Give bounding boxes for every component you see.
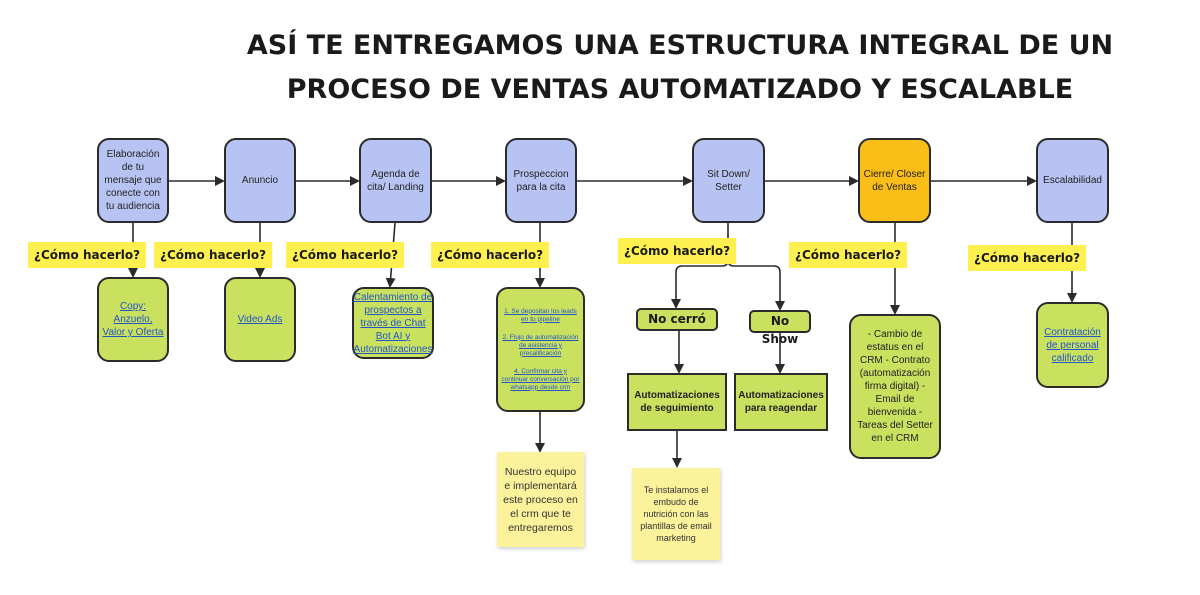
- prospeccion-item-1[interactable]: 1. Se depositan los leads en tu pipeline: [504, 307, 577, 323]
- detail-calentamiento-link[interactable]: Calentamiento de prospectos a través de …: [353, 291, 433, 355]
- branch-no-cerro[interactable]: No cerró: [636, 308, 718, 331]
- detail-copy-link[interactable]: Copy: Anzuelo, Valor y Oferta: [102, 301, 164, 338]
- detail-cierre-text: - Cambio de estatus en el CRM - Contrato…: [857, 329, 933, 444]
- detail-prospeccion-list[interactable]: 1. Se depositan los leads en tu pipeline…: [496, 287, 585, 412]
- step-anuncio[interactable]: Anuncio: [224, 138, 296, 223]
- branch-no-show[interactable]: No Show: [749, 310, 811, 346]
- detail-contratacion-link[interactable]: Contratación de personal calificado: [1044, 326, 1101, 364]
- step-mensaje-label: Elaboración de tu mensaje que conecte co…: [104, 149, 162, 212]
- detail-video-ads-link[interactable]: Video Ads: [237, 314, 283, 325]
- prospeccion-item-4[interactable]: 4. Confirmar cita y continuar conversaci…: [501, 367, 580, 391]
- arrow-setter-nocerro: [671, 259, 729, 309]
- step-agenda-label: Agenda de cita/ Landing: [367, 168, 424, 193]
- detail-calentamiento[interactable]: Calentamiento de prospectos a través de …: [352, 287, 434, 359]
- auto-reagendar-label: Automatizaciones para reagendar: [738, 390, 824, 414]
- step-closer-label: Cierre/ Closer de Ventas: [863, 168, 926, 193]
- detail-video-ads[interactable]: Video Ads: [224, 277, 296, 362]
- step-agenda[interactable]: Agenda de cita/ Landing: [359, 138, 432, 223]
- how-tag-mensaje: ¿Cómo hacerlo?: [28, 242, 147, 268]
- step-prospeccion[interactable]: Prospeccion para la cita: [505, 138, 577, 223]
- step-setter-label: Sit Down/ Setter: [707, 168, 750, 193]
- detail-cierre[interactable]: - Cambio de estatus en el CRM - Contrato…: [849, 314, 941, 459]
- detail-contratacion[interactable]: Contratación de personal calificado: [1036, 302, 1109, 388]
- step-anuncio-label: Anuncio: [241, 175, 279, 186]
- how-tag-agenda: ¿Cómo hacerlo?: [286, 242, 405, 268]
- note-equipo: Nuestro equipo e implementará este proce…: [497, 452, 584, 547]
- detail-copy[interactable]: Copy: Anzuelo, Valor y Oferta: [97, 277, 169, 362]
- step-closer[interactable]: Cierre/ Closer de Ventas: [858, 138, 931, 223]
- step-setter[interactable]: Sit Down/ Setter: [692, 138, 765, 223]
- note-embudo: Te instalamos el embudo de nutrición con…: [632, 468, 720, 560]
- step-mensaje[interactable]: Elaboración de tu mensaje que conecte co…: [97, 138, 169, 223]
- auto-seguimiento-label: Automatizaciones de seguimiento: [634, 390, 720, 414]
- page-title-line-1: ASÍ TE ENTREGAMOS UNA ESTRUCTURA INTEGRA…: [246, 30, 1114, 61]
- step-escalabilidad[interactable]: Escalabilidad: [1036, 138, 1109, 223]
- page-title-line-2: PROCESO DE VENTAS AUTOMATIZADO Y ESCALAB…: [286, 74, 1074, 105]
- prospeccion-item-2[interactable]: 2. Flujo de automatización de asistencia…: [502, 333, 579, 357]
- auto-reagendar[interactable]: Automatizaciones para reagendar: [734, 373, 828, 431]
- how-tag-closer: ¿Cómo hacerlo?: [789, 242, 908, 268]
- how-tag-prospeccion: ¿Cómo hacerlo?: [431, 242, 550, 268]
- note-embudo-text: Te instalamos el embudo de nutrición con…: [640, 485, 712, 543]
- how-tag-setter: ¿Cómo hacerlo?: [618, 238, 737, 264]
- arrow-setter-noshow: [727, 223, 785, 311]
- auto-seguimiento[interactable]: Automatizaciones de seguimiento: [627, 373, 727, 431]
- step-escalabilidad-label: Escalabilidad: [1043, 175, 1102, 186]
- how-tag-anuncio: ¿Cómo hacerlo?: [154, 242, 273, 268]
- how-tag-escalabilidad: ¿Cómo hacerlo?: [968, 245, 1087, 271]
- note-equipo-text: Nuestro equipo e implementará este proce…: [503, 465, 578, 534]
- step-prospeccion-label: Prospeccion para la cita: [513, 168, 569, 193]
